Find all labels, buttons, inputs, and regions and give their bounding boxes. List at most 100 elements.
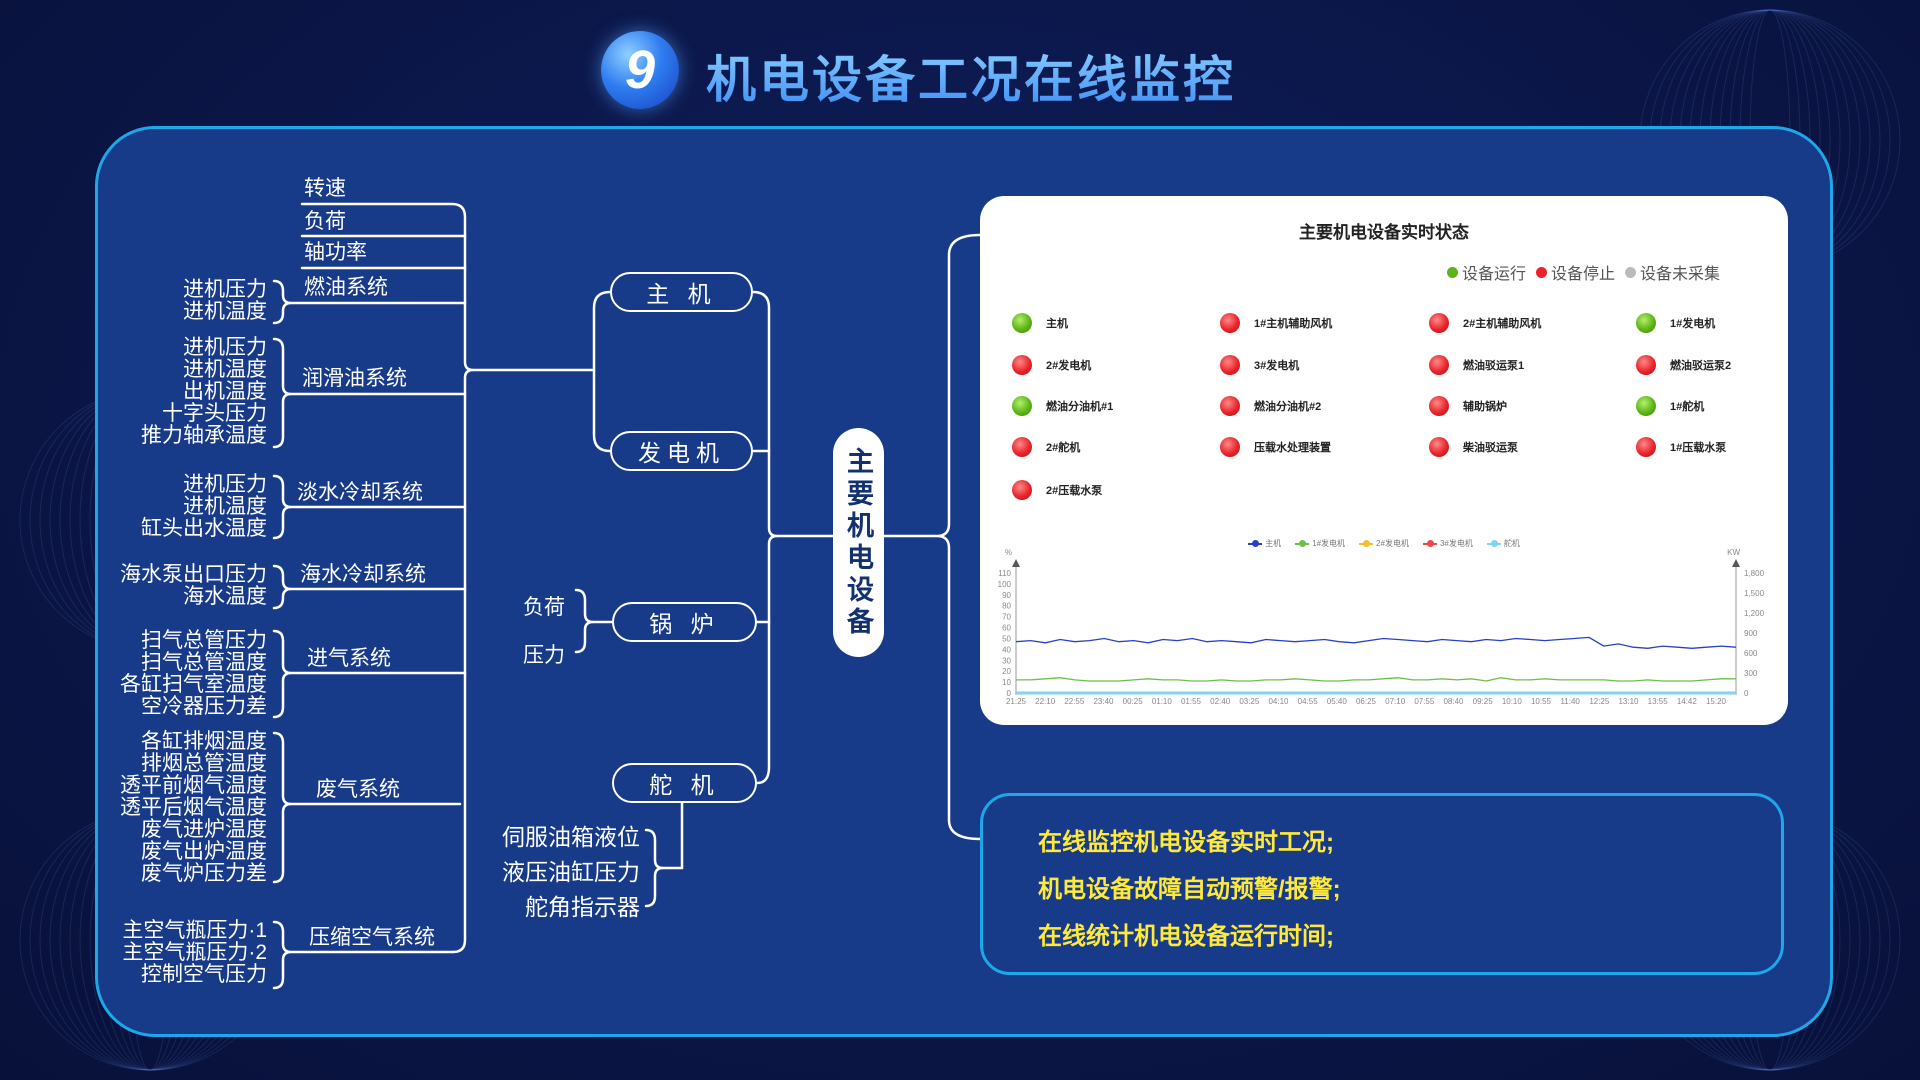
intake-params-list: 扫气总管压力扫气总管温度各缸扫气室温度空冷器压力差 — [120, 630, 267, 718]
y-tick-right: 300 — [1744, 669, 1758, 678]
bracket — [574, 588, 594, 654]
y-tick-right: 600 — [1744, 649, 1758, 658]
x-tick: 23:40 — [1093, 697, 1114, 706]
status-running-icon — [1636, 396, 1656, 416]
legend-marker-icon — [1248, 539, 1263, 547]
param-item: 伺服油箱液位 — [502, 824, 640, 850]
steering-params-list: 伺服油箱液位液压油缸压力舵角指示器 — [502, 820, 640, 925]
legend-marker-icon — [1359, 539, 1374, 547]
status-running-icon — [1012, 313, 1032, 333]
status-running-icon — [1012, 396, 1032, 416]
y-tick-left: 80 — [1002, 602, 1011, 611]
param-item: 进机压力 — [183, 336, 267, 359]
y-tick-left: 90 — [1002, 591, 1011, 600]
fuel-params-list: 进机压力进机温度 — [183, 279, 267, 323]
chart-legend-item[interactable]: 主机 — [1248, 538, 1281, 549]
feature-realtime-monitoring: 在线监控机电设备实时工况; — [1038, 829, 1334, 856]
y-axis-right-unit: KW — [1727, 548, 1740, 557]
legend-stopped: 设备停止 — [1550, 266, 1615, 283]
status-stopped-icon — [1012, 355, 1032, 375]
x-tick: 01:10 — [1152, 697, 1173, 706]
equipment-status-item[interactable]: 1#舵机 — [1636, 396, 1704, 416]
node-steering-gear[interactable]: 舵 机 — [612, 763, 757, 803]
equipment-status-item[interactable]: 燃油分油机#1 — [1012, 396, 1113, 416]
equipment-name: 2#主机辅助风机 — [1463, 318, 1542, 330]
node-boiler[interactable]: 锅 炉 — [612, 602, 757, 642]
param-item: 控制空气压力 — [141, 963, 267, 986]
equipment-status-item[interactable]: 2#压载水泵 — [1012, 480, 1102, 500]
equipment-status-item[interactable]: 辅助锅炉 — [1429, 396, 1507, 416]
param-item: 缸头出水温度 — [141, 517, 267, 540]
bracket — [272, 474, 292, 540]
equipment-name: 2#舵机 — [1046, 442, 1081, 454]
y-tick-left: 40 — [1002, 645, 1011, 654]
equipment-status-item[interactable]: 1#发电机 — [1636, 313, 1715, 333]
equipment-status-item[interactable]: 3#发电机 — [1220, 355, 1299, 375]
status-stopped-icon — [1220, 355, 1240, 375]
legend-not-collected: 设备未采集 — [1639, 266, 1720, 283]
x-tick: 15:20 — [1706, 697, 1727, 706]
param-item: 各缸排烟温度 — [141, 730, 267, 753]
legend-marker-icon — [1295, 539, 1310, 547]
equipment-status-item[interactable]: 2#主机辅助风机 — [1429, 313, 1541, 333]
node-main-engine[interactable]: 主 机 — [610, 272, 753, 312]
feature-runtime-statistics: 在线统计机电设备运行时间; — [1038, 923, 1334, 950]
equipment-status-item[interactable]: 燃油驳运泵2 — [1636, 355, 1731, 375]
equipment-status-item[interactable]: 压载水处理装置 — [1220, 437, 1331, 457]
param-item: 主空气瓶压力·2 — [122, 941, 267, 964]
x-tick: 10:55 — [1531, 697, 1552, 706]
x-tick: 11:40 — [1560, 697, 1580, 706]
x-tick: 06:25 — [1356, 697, 1377, 706]
legend-marker-icon — [1486, 539, 1501, 547]
equipment-status-item[interactable]: 燃油分油机#2 — [1220, 396, 1321, 416]
equipment-status-item[interactable]: 燃油驳运泵1 — [1429, 355, 1524, 375]
equipment-name: 1#舵机 — [1670, 401, 1705, 413]
equipment-status-item[interactable]: 2#舵机 — [1012, 437, 1080, 457]
features-box: 在线监控机电设备实时工况; 机电设备故障自动预警/报警; 在线统计机电设备运行时… — [980, 793, 1784, 975]
y-tick-left: 50 — [1002, 634, 1011, 643]
equipment-status-item[interactable]: 柴油驳运泵 — [1429, 437, 1518, 457]
node-generator[interactable]: 发电机 — [610, 431, 753, 471]
x-tick: 14:42 — [1677, 697, 1698, 706]
equipment-name: 压载水处理装置 — [1254, 442, 1331, 454]
status-stopped-icon — [1636, 355, 1656, 375]
exhaust-params-list: 各缸排烟温度排烟总管温度透平前烟气温度透平后烟气温度废气进炉温度废气出炉温度废气… — [120, 731, 267, 885]
chart-legend-item[interactable]: 3#发电机 — [1422, 538, 1473, 549]
freshwater-params-list: 进机压力进机温度缸头出水温度 — [141, 474, 267, 540]
x-tick: 22:55 — [1064, 697, 1085, 706]
bracket — [592, 290, 612, 453]
legend-label: 1#发电机 — [1312, 539, 1346, 548]
equipment-name: 2#压载水泵 — [1046, 485, 1103, 497]
chart-legend-item[interactable]: 2#发电机 — [1359, 538, 1409, 549]
param-item: 主空气瓶压力·1 — [122, 919, 267, 942]
y-tick-left: 70 — [1002, 613, 1011, 622]
status-stopped-icon — [1636, 437, 1656, 457]
param-item: 进机温度 — [183, 495, 267, 518]
equipment-status-item[interactable]: 2#发电机 — [1012, 355, 1091, 375]
series-line-0 — [1015, 636, 1737, 649]
bracket — [751, 290, 778, 785]
equipment-status-item[interactable]: 1#压载水泵 — [1636, 437, 1726, 457]
equipment-name: 1#发电机 — [1670, 318, 1716, 330]
status-stopped-icon — [1220, 313, 1240, 333]
y-tick-left: 60 — [1002, 624, 1011, 633]
param-item: 空冷器压力差 — [141, 695, 267, 718]
x-tick: 09:25 — [1473, 697, 1494, 706]
equipment-status-item[interactable]: 主机 — [1012, 313, 1068, 333]
x-tick: 10:10 — [1502, 697, 1523, 706]
equipment-name: 燃油驳运泵1 — [1463, 360, 1525, 372]
chart-legend-item[interactable]: 1#发电机 — [1295, 538, 1345, 549]
status-stopped-icon — [1220, 437, 1240, 457]
x-tick: 01:55 — [1181, 697, 1202, 706]
equipment-status-item[interactable]: 1#主机辅助风机 — [1220, 313, 1332, 333]
param-item: 废气进炉温度 — [141, 818, 267, 841]
chart-legend-item[interactable]: 舵机 — [1486, 538, 1520, 549]
y-tick-left: 100 — [998, 580, 1012, 589]
legend-label: 主机 — [1265, 539, 1282, 548]
legend-label: 舵机 — [1503, 539, 1520, 548]
param-item: 进机温度 — [183, 300, 267, 323]
param-item: 负荷 — [523, 596, 565, 619]
equipment-name: 柴油驳运泵 — [1463, 442, 1518, 454]
seawater-params-list: 海水泵出口压力海水温度 — [120, 564, 267, 608]
